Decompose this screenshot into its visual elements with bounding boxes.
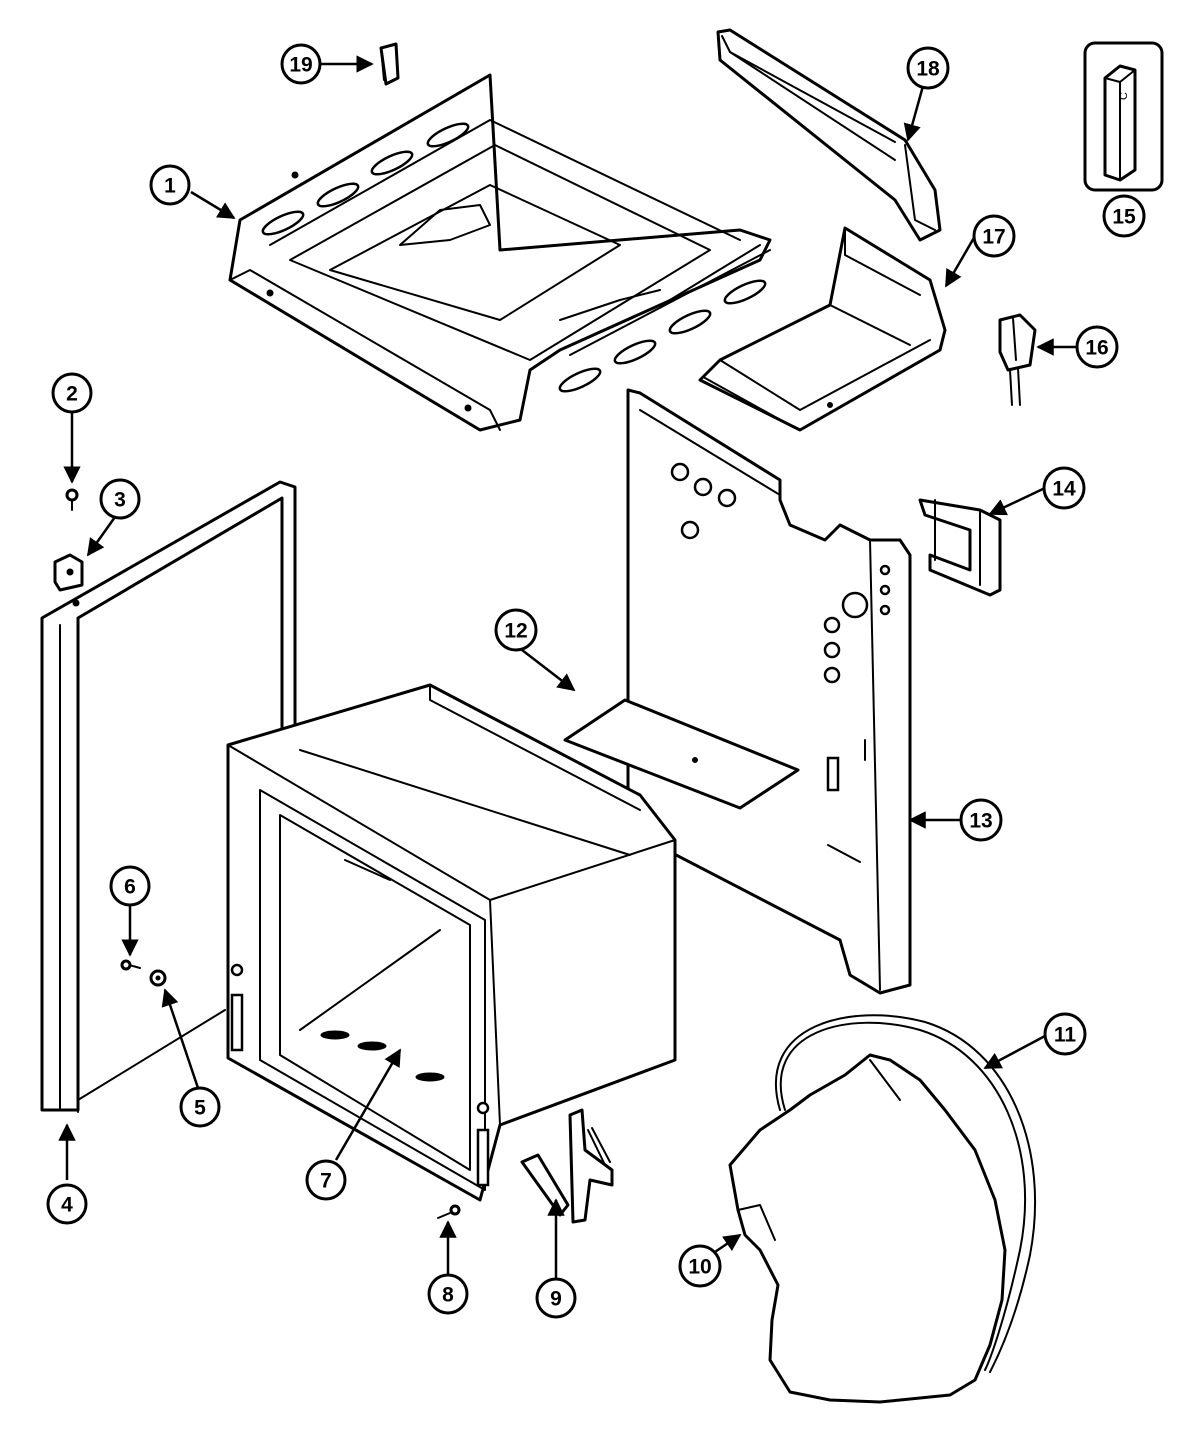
callout-18-label: 18 <box>916 58 940 81</box>
callout-5-label: 5 <box>194 1097 206 1120</box>
callout-15-label: 15 <box>1112 206 1136 229</box>
part-6-screw <box>120 959 141 971</box>
part-3-clip <box>53 553 84 592</box>
callout-16: 16 <box>1075 325 1119 369</box>
callout-10: 10 <box>678 1244 722 1288</box>
part-2-screw <box>65 488 79 511</box>
callout-8: 8 <box>427 1273 469 1315</box>
part-10-insulation <box>728 1053 1007 1404</box>
part-9-hinge <box>520 1108 614 1224</box>
callout-5: 5 <box>179 1086 221 1128</box>
part-16-cord-switch <box>998 313 1037 406</box>
part-14-bracket <box>918 498 1002 597</box>
callout-7: 7 <box>305 1159 347 1201</box>
part-18-vent-duct <box>716 28 942 242</box>
part-19-clip <box>379 42 400 86</box>
part-13-rear-panel <box>626 388 912 995</box>
callout-9: 9 <box>535 1277 577 1319</box>
callout-19-label: 19 <box>289 54 312 77</box>
callout-16-label: 16 <box>1085 337 1108 360</box>
callout-6: 6 <box>109 865 151 907</box>
callout-3: 3 <box>99 478 141 520</box>
svg-text:C: C <box>1118 92 1130 100</box>
part-8-screw <box>437 1204 461 1219</box>
callout-14-label: 14 <box>1052 478 1076 501</box>
callout-11-label: 11 <box>1054 1024 1077 1047</box>
callout-6-label: 6 <box>124 876 136 899</box>
callout-11: 11 <box>1043 1012 1087 1056</box>
callout-13: 13 <box>959 798 1003 842</box>
part-7-oven-cavity <box>226 683 677 1202</box>
callout-1-label: 1 <box>164 175 176 198</box>
part-4-side-frame <box>40 480 297 1113</box>
callout-2-label: 2 <box>66 383 78 406</box>
part-17-vent-box <box>698 226 947 432</box>
callout-13-label: 13 <box>969 810 992 833</box>
part-5-nut <box>149 969 167 987</box>
callout-12: 12 <box>494 608 538 652</box>
callout-4-label: 4 <box>61 1194 73 1217</box>
part-15-inset: C <box>1083 41 1164 192</box>
callout-7-label: 7 <box>320 1170 332 1193</box>
callout-14: 14 <box>1042 466 1086 510</box>
callout-19: 19 <box>280 43 322 85</box>
callout-2: 2 <box>51 372 93 414</box>
callout-9-label: 9 <box>550 1288 562 1311</box>
callout-17-label: 17 <box>982 226 1005 249</box>
callout-18: 18 <box>906 46 950 90</box>
callout-12-label: 12 <box>504 620 527 643</box>
part-1-cooktop-pan <box>228 73 772 432</box>
callout-8-label: 8 <box>442 1284 454 1307</box>
callout-3-label: 3 <box>114 489 126 512</box>
part-11-gasket <box>774 1014 1037 1373</box>
callout-15: 15 <box>1102 194 1146 238</box>
callout-1: 1 <box>149 164 191 206</box>
callout-17: 17 <box>972 214 1016 258</box>
part-12-floor-plate <box>563 698 800 810</box>
callout-10-label: 10 <box>688 1256 711 1279</box>
callout-4: 4 <box>46 1183 88 1225</box>
leader-lines <box>58 55 1077 1278</box>
